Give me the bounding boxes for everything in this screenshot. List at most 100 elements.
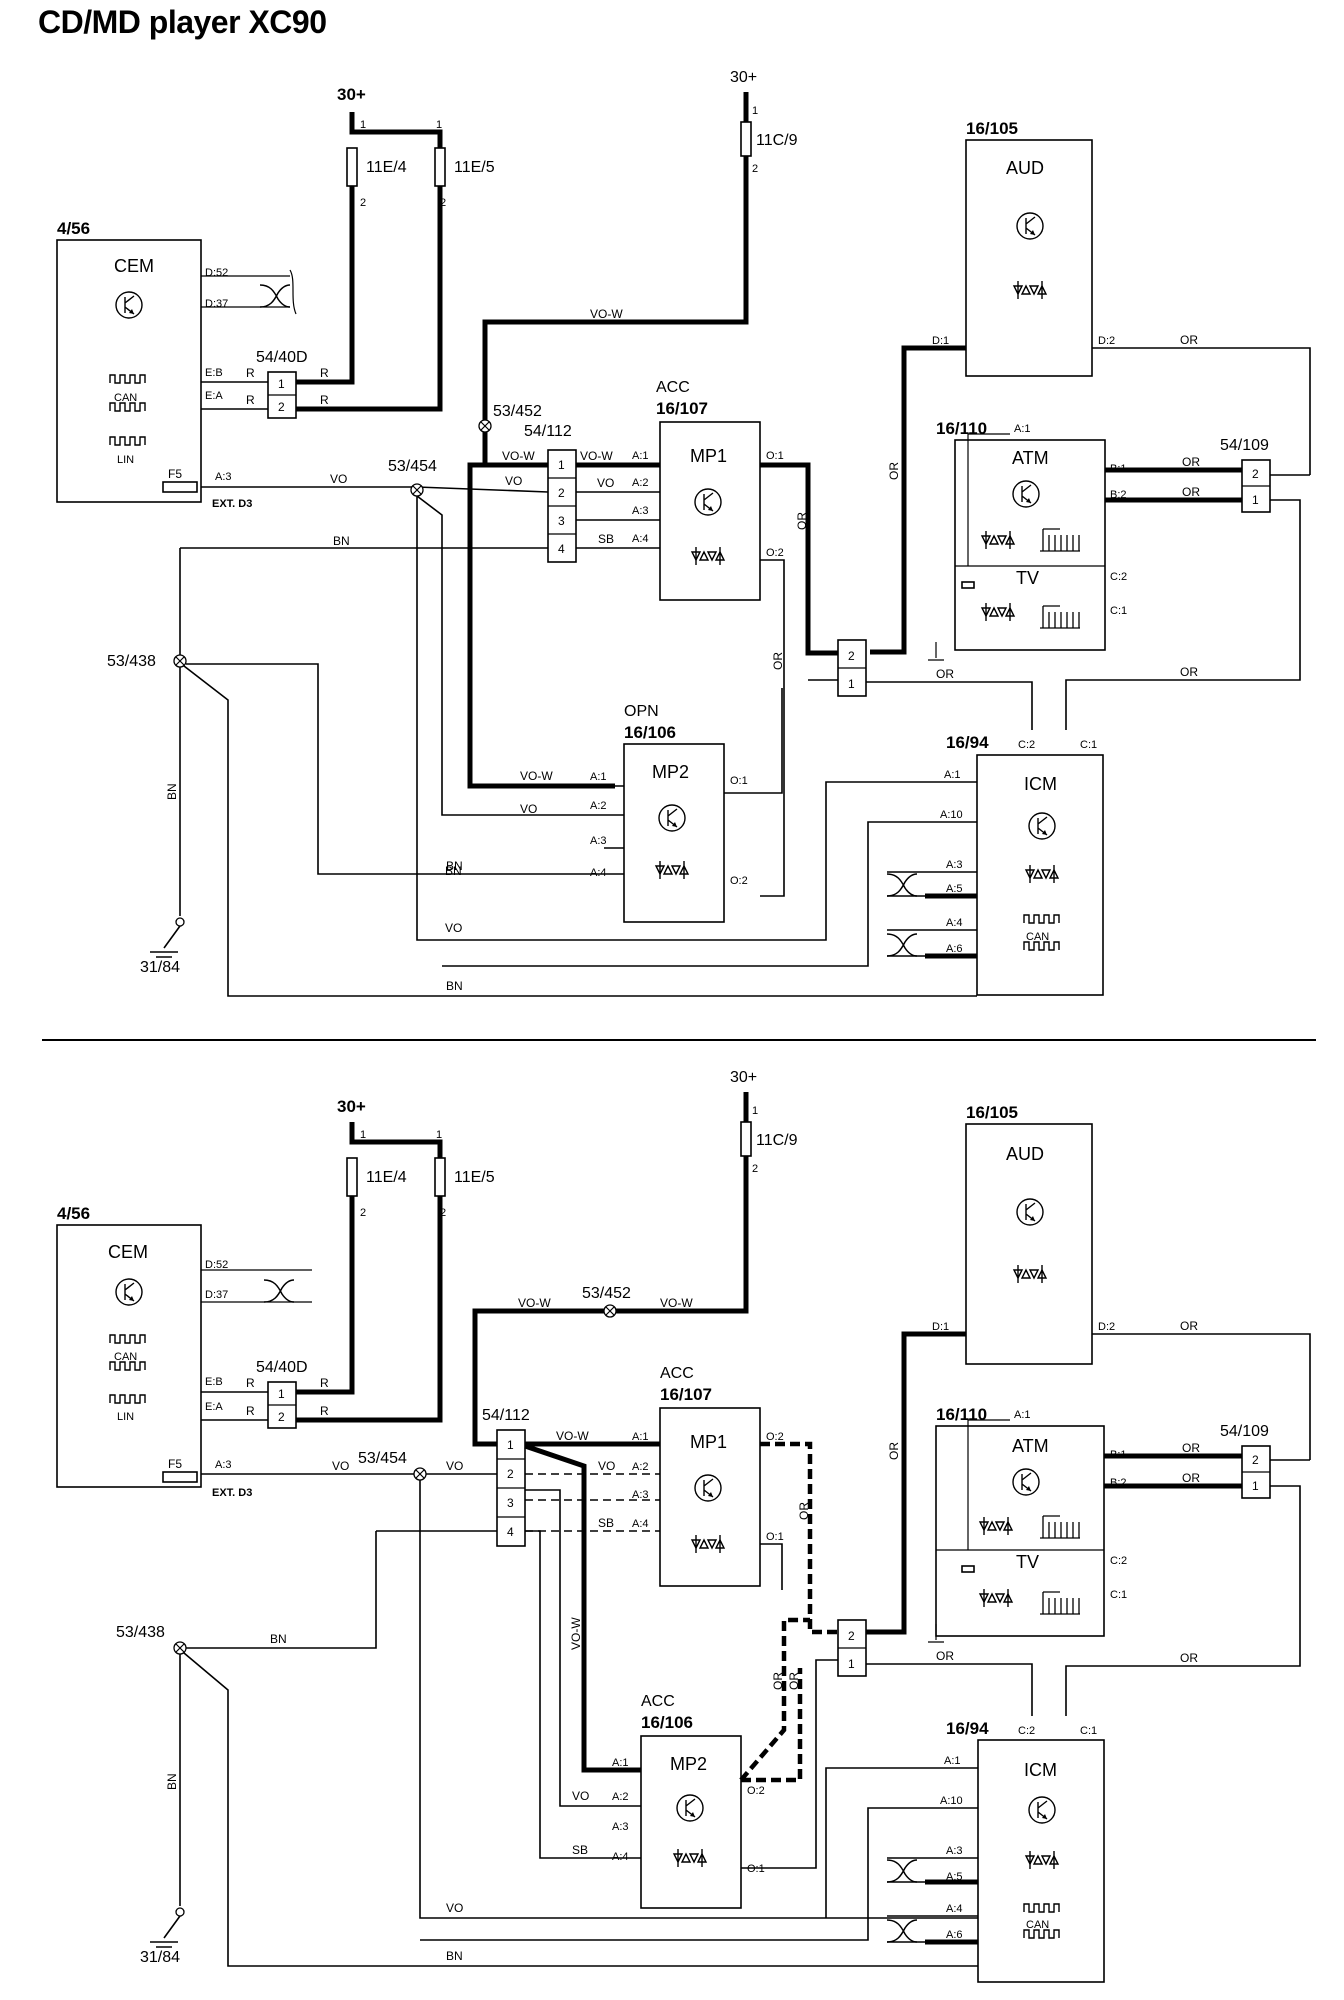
cem-can-label: CAN	[114, 392, 137, 404]
wire-label: OR	[1182, 455, 1200, 469]
fuse-label: 11E/4	[366, 1169, 407, 1186]
supply-label: 30+	[730, 1069, 757, 1086]
wire-label: OR	[1182, 1441, 1200, 1455]
splice-label: 53/452	[582, 1285, 631, 1302]
cem-pin: A:3	[215, 471, 232, 483]
pin-label: O:1	[730, 775, 748, 787]
wire-label: VO-W	[580, 449, 613, 463]
wire-label: VO	[332, 1459, 349, 1473]
pin-label: A:3	[632, 1489, 649, 1501]
icm-module: 16/94 C:2 C:1 ICM CAN A:1 A:10 A:3 A:5 A…	[940, 733, 1104, 996]
wire-label: R	[246, 393, 255, 407]
module-name: MP2	[670, 1754, 707, 1774]
pin-label: A:1	[1014, 1409, 1031, 1421]
splice-label: 53/438	[116, 1624, 165, 1641]
wire-label: R	[320, 393, 329, 407]
cem-lin-label: LIN	[117, 1411, 134, 1423]
module-id: 16/106	[624, 723, 676, 742]
module-name: AUD	[1006, 158, 1044, 178]
wire-label: BN	[165, 1773, 179, 1790]
connector-pin: 1	[1252, 493, 1259, 507]
module-name: MP1	[690, 1432, 727, 1452]
fuse-pin: 1	[360, 1129, 366, 1141]
fuse-icon	[740, 121, 752, 157]
fuse-pin: 1	[752, 105, 758, 117]
connector-label: 54/109	[1220, 437, 1269, 454]
wire-label: R	[320, 366, 329, 380]
module-name: ATM	[1012, 448, 1049, 468]
wire-label: OR	[887, 1442, 901, 1460]
cem-id: 4/56	[57, 1204, 90, 1223]
ground-icon	[149, 1941, 179, 1948]
pin-label: O:2	[766, 547, 784, 559]
fuse-pin: 2	[440, 1207, 446, 1219]
pin-label: A:4	[946, 1903, 963, 1915]
pin-label: A:2	[612, 1791, 629, 1803]
icm-can-label: CAN	[1026, 1919, 1049, 1931]
connector-pin: 3	[558, 514, 565, 528]
fuse-icon	[346, 1157, 358, 1197]
twisted-pair-icon	[886, 1919, 918, 1943]
module-label: OPN	[624, 703, 659, 720]
splice-label: 53/454	[388, 458, 437, 475]
connector-pin: 2	[278, 400, 285, 414]
cem-pin: E:B	[205, 367, 223, 379]
pin-label: D:2	[1098, 1321, 1115, 1333]
connector-pin: 2	[1252, 467, 1259, 481]
splice-icon	[173, 654, 187, 668]
connector-label: 54/112	[482, 1407, 530, 1424]
cem-pin: D:52	[205, 267, 228, 279]
module-name: MP1	[690, 446, 727, 466]
module-name: ICM	[1024, 774, 1057, 794]
connector-pin: 1	[278, 1387, 285, 1401]
splice-label: 53/452	[493, 403, 542, 420]
wire-label: SB	[598, 532, 614, 546]
cem-name: CEM	[114, 256, 154, 276]
twisted-pair-icon	[886, 933, 918, 957]
module-id: 16/107	[656, 399, 708, 418]
wire-label: OR	[1180, 333, 1198, 347]
connector-pin: 1	[1252, 1479, 1259, 1493]
fuse-icon	[740, 1121, 752, 1157]
splice-icon	[410, 483, 424, 497]
wire-label: OR	[1180, 665, 1198, 679]
pin-label: A:2	[632, 1461, 649, 1473]
wire-label: OR	[1182, 1471, 1200, 1485]
wire-label: OR	[795, 512, 809, 530]
pin-label: O:1	[747, 1863, 765, 1875]
icm-module: 16/94 C:2 C:1 ICM CAN A:1 A:10 A:3 A:5 A…	[940, 1719, 1105, 1983]
fuse-label: 11C/9	[756, 1132, 798, 1149]
fuse-label: F5	[168, 467, 182, 481]
tv-label: TV	[1016, 1552, 1039, 1572]
module-id: 16/106	[641, 1713, 693, 1732]
module-id: 16/105	[966, 119, 1018, 138]
pin-label: C:1	[1110, 1589, 1127, 1601]
ext-label: EXT. D3	[212, 1487, 252, 1499]
pin-label: A:3	[946, 859, 963, 871]
pin-label: A:4	[612, 1851, 629, 1863]
pin-label: A:1	[944, 1755, 961, 1767]
pin-label: A:10	[940, 1795, 963, 1807]
pin-label: A:1	[944, 769, 961, 781]
cem-id: 4/56	[57, 219, 90, 238]
pin-label: A:3	[590, 835, 607, 847]
wire-label: SB	[598, 1516, 614, 1530]
wire-label: OR	[771, 1672, 785, 1690]
connector-pin: 4	[558, 542, 565, 556]
module-label: ACC	[660, 1365, 694, 1382]
wire-label: BN	[270, 1632, 287, 1646]
module-name: MP2	[652, 762, 689, 782]
splice-icon	[478, 419, 492, 433]
connector-pin: 1	[558, 458, 565, 472]
connector-pin: 2	[558, 486, 565, 500]
cem-name: CEM	[108, 1242, 148, 1262]
fuse-icon	[162, 1471, 198, 1483]
pin-label: O:1	[766, 450, 784, 462]
cem-module: 4/56 CEM CAN LIN D:52 D:37 E:B E:A A:3 F…	[56, 219, 252, 510]
wire-label: OR	[797, 1502, 811, 1520]
wire-label: VO-W	[590, 307, 623, 321]
module-id: 16/94	[946, 1719, 989, 1738]
wire-label: VO-W	[502, 449, 535, 463]
connector-label: 54/112	[524, 423, 572, 440]
